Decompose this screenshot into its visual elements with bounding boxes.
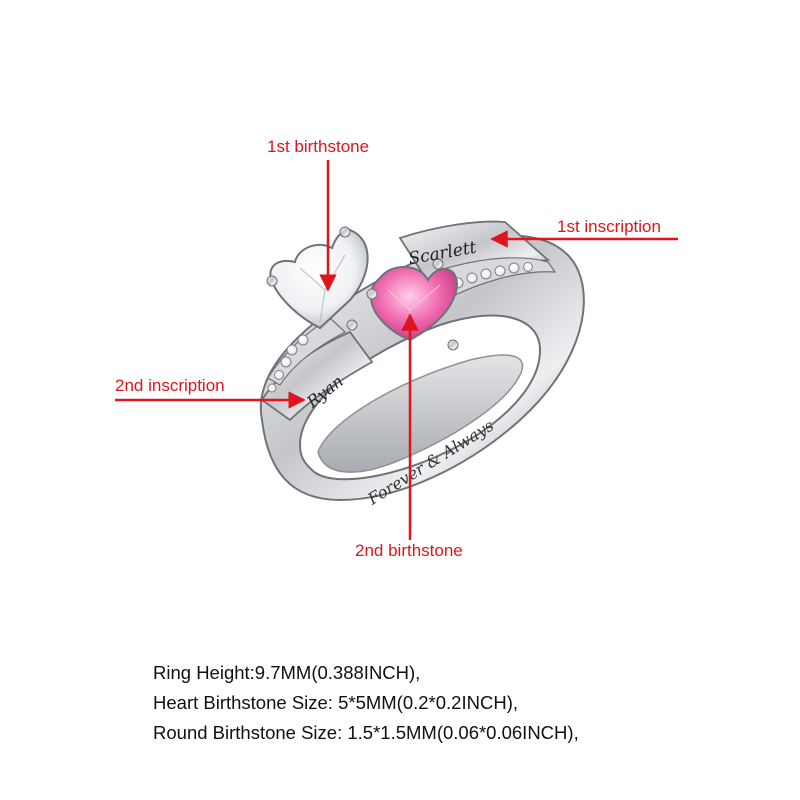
label-2nd-inscription: 2nd inscription: [115, 376, 225, 395]
annotation-arrows: [115, 160, 678, 540]
ring-band: [259, 220, 585, 502]
pave-stones: [267, 262, 533, 393]
label-1st-birthstone: 1st birthstone: [267, 137, 370, 156]
spec-heart-size: Heart Birthstone Size: 5*5MM(0.2*0.2INCH…: [153, 692, 518, 713]
specifications: Ring Height:9.7MM(0.388INCH), Heart Birt…: [153, 658, 579, 748]
pink-heart-stone: [366, 258, 459, 351]
label-1st-inscription: 1st inscription: [557, 217, 661, 236]
spec-ring-height: Ring Height:9.7MM(0.388INCH),: [153, 662, 421, 683]
spec-round-size: Round Birthstone Size: 1.5*1.5MM(0.06*0.…: [153, 722, 579, 743]
label-2nd-birthstone: 2nd birthstone: [355, 541, 463, 560]
